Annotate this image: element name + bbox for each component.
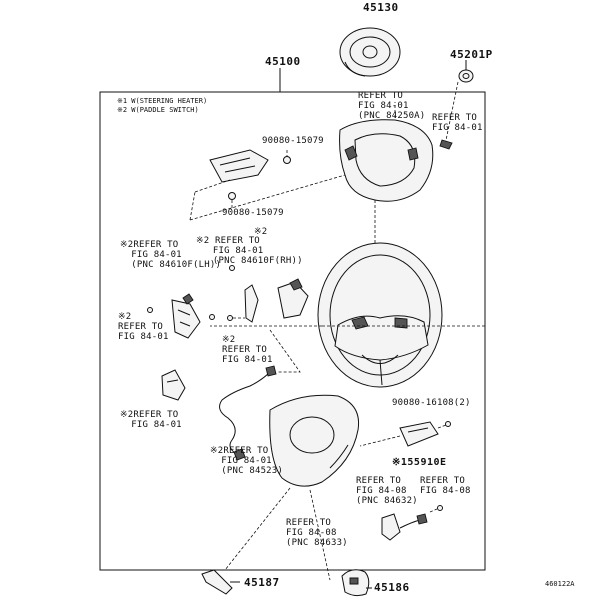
ref-fig-84-01-mid: ※2 REFER TO FIG 84-01 [222, 335, 273, 365]
cover-assembly [339, 102, 434, 245]
airbag-45130 [339, 27, 401, 77]
part-number-90080-15079-top: 90080-15079 [262, 136, 324, 146]
connector-155910e [359, 421, 451, 447]
part-number-90080-16108: 90080-16108(2) [392, 398, 471, 408]
steering-wheel [210, 242, 485, 388]
frame-box [99, 91, 486, 571]
ref-pnc-84523: ※2REFER TO FIG 84-01 (PNC 84523) [210, 446, 284, 476]
wire-harness [219, 329, 301, 461]
note-paddle-switch: ※2 W(PADDLE SWITCH) [117, 106, 199, 114]
switch-assembly-lower [381, 505, 443, 541]
ref-pnc-84250a: REFER TO FIG 84-01 (PNC 84250A) [358, 91, 426, 121]
ref-pnc-84633: REFER TO FIG 84-08 (PNC 84633) [286, 518, 348, 548]
ref-fig-84-01-bottom-left: ※2REFER TO FIG 84-01 [120, 410, 182, 430]
ref-fig-84-01-left: ※2 REFER TO FIG 84-01 [118, 312, 169, 342]
note-steering-heater: ※1 W(STEERING HEATER) [117, 97, 208, 105]
part-number-45187: 45187 [244, 576, 280, 589]
nut-45201p [439, 69, 474, 150]
lower-cover [224, 394, 360, 581]
part-number-90080-15079-bottom: 90080-15079 [222, 208, 284, 218]
ref-mark-2: ※2 [254, 227, 268, 237]
bracket-top-left [189, 149, 346, 221]
paddle-bottom-left [161, 369, 186, 401]
part-number-45130: 45130 [363, 1, 399, 14]
part-number-45201p: 45201P [450, 48, 493, 61]
part-number-155910e: ※155910E [392, 457, 447, 468]
cover-45187 [201, 569, 240, 595]
ref-pnc-84632: REFER TO FIG 84-08 (PNC 84632) [356, 476, 418, 506]
ref-fig-84-08-right: REFER TO FIG 84-08 [420, 476, 471, 496]
part-number-45100: 45100 [265, 55, 301, 68]
paddle-bracket-mid [227, 284, 259, 323]
paddle-switch-rh [229, 265, 309, 319]
ref-pnc-84610f-lh: ※2REFER TO FIG 84-01 (PNC 84610F(LH)) [120, 240, 222, 270]
ref-fig-84-01-top-right: REFER TO FIG 84-01 [432, 113, 483, 133]
part-number-45186: 45186 [374, 581, 410, 594]
paddle-switch-lh [147, 293, 215, 339]
figure-id: 460122A [545, 580, 575, 588]
ref-pnc-84610f-rh: ※2 REFER TO FIG 84-01 (PNC 84610F(RH)) [196, 236, 303, 266]
cover-45186 [341, 569, 372, 597]
